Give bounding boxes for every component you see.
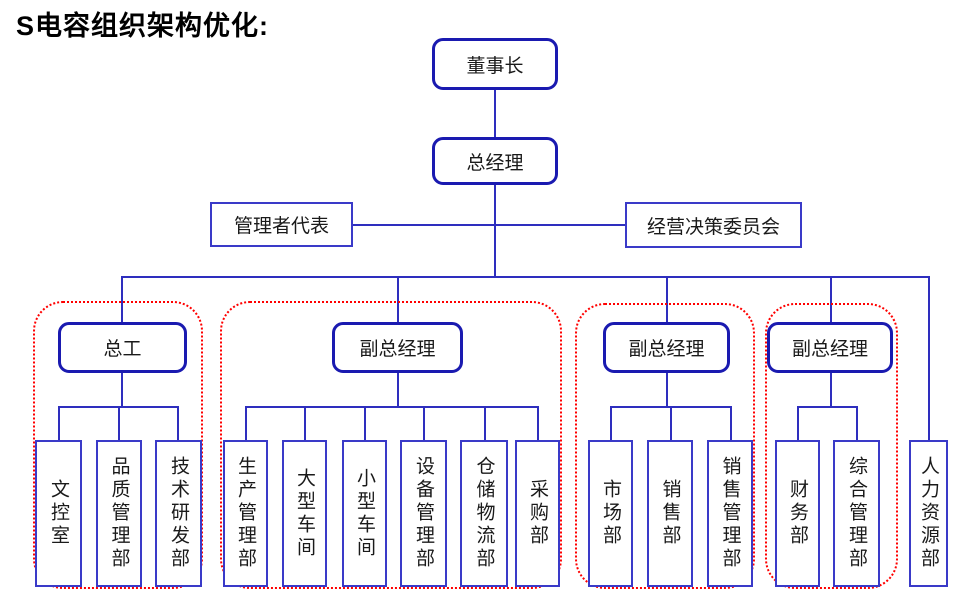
decision-committee-box: 经营决策委员会 xyxy=(625,202,802,248)
dept-general-mgmt-box: 综合管理部 xyxy=(833,440,880,587)
connector-line xyxy=(830,276,832,322)
connector-line xyxy=(484,406,486,440)
connector-line xyxy=(494,185,496,277)
connector-line xyxy=(304,406,306,440)
dept-label: 生产管理部 xyxy=(235,456,256,571)
connector-line xyxy=(928,276,930,440)
dept-label: 大型车间 xyxy=(294,467,315,560)
connector-line xyxy=(397,276,399,322)
chairman-label: 董事长 xyxy=(466,55,524,77)
dept-equipment-mgmt-box: 设备管理部 xyxy=(400,440,447,587)
connector-line xyxy=(121,276,930,278)
chief-engineer-box: 总工 xyxy=(58,322,187,373)
dept-label: 设备管理部 xyxy=(413,456,434,571)
dept-quality-mgmt-box: 品质管理部 xyxy=(96,440,142,587)
dept-sales-mgmt-box: 销售管理部 xyxy=(707,440,753,587)
deputy-gm-2-label: 副总经理 xyxy=(628,339,705,360)
group-outline-deputy-gm-1 xyxy=(220,301,562,589)
dept-label: 销售部 xyxy=(659,479,681,548)
dept-production-mgmt-box: 生产管理部 xyxy=(223,440,268,587)
chairman-box: 董事长 xyxy=(432,38,558,90)
dept-document-control-box: 文控室 xyxy=(35,440,82,587)
dept-label: 综合管理部 xyxy=(846,456,867,571)
dept-marketing-box: 市场部 xyxy=(588,440,633,587)
dept-small-workshop-box: 小型车间 xyxy=(342,440,387,587)
dept-label: 人力资源部 xyxy=(918,456,939,571)
management-representative-label: 管理者代表 xyxy=(233,216,329,237)
dept-label: 小型车间 xyxy=(354,467,375,560)
dept-label: 市场部 xyxy=(600,479,621,548)
dept-warehouse-logistics-box: 仓储物流部 xyxy=(460,440,508,587)
connector-line xyxy=(423,406,425,440)
connector-line xyxy=(830,373,832,407)
connector-line xyxy=(856,406,858,440)
dept-label: 财务部 xyxy=(787,479,808,548)
connector-line xyxy=(121,373,123,407)
general-manager-box: 总经理 xyxy=(432,137,558,185)
connector-line xyxy=(666,373,668,407)
connector-line xyxy=(610,406,612,440)
connector-line xyxy=(245,406,247,440)
decision-committee-label: 经营决策委员会 xyxy=(646,216,780,238)
connector-line xyxy=(353,224,496,226)
dept-label: 品质管理部 xyxy=(108,456,130,571)
group-outline-deputy-gm-2 xyxy=(575,303,755,589)
deputy-gm-1-label: 副总经理 xyxy=(359,339,436,360)
dept-finance-box: 财务部 xyxy=(775,440,820,587)
connector-line xyxy=(666,276,668,322)
dept-sales-box: 销售部 xyxy=(647,440,693,587)
connector-line xyxy=(245,406,538,408)
connector-line xyxy=(496,224,625,226)
page-title: S电容组织架构优化: xyxy=(16,11,269,41)
connector-line xyxy=(670,406,672,440)
dept-large-workshop-box: 大型车间 xyxy=(282,440,327,587)
connector-line xyxy=(397,373,399,407)
group-outline-deputy-gm-3 xyxy=(765,303,898,589)
chief-engineer-label: 总工 xyxy=(103,339,142,360)
connector-line xyxy=(730,406,732,440)
connector-line xyxy=(121,276,123,322)
dept-purchasing-box: 采购部 xyxy=(515,440,560,587)
dept-label: 文控室 xyxy=(48,479,69,548)
connector-line xyxy=(118,406,120,440)
connector-line xyxy=(494,90,496,137)
deputy-gm-3-label: 副总经理 xyxy=(791,339,868,360)
dept-label: 销售管理部 xyxy=(719,456,741,571)
deputy-gm-2-box: 副总经理 xyxy=(603,322,730,373)
connector-line xyxy=(797,406,857,408)
deputy-gm-3-box: 副总经理 xyxy=(767,322,893,373)
dept-hr-box: 人力资源部 xyxy=(909,440,948,587)
dept-tech-rnd-box: 技术研发部 xyxy=(155,440,202,587)
deputy-gm-1-box: 副总经理 xyxy=(332,322,463,373)
dept-label: 仓储物流部 xyxy=(473,456,495,571)
dept-label: 采购部 xyxy=(527,479,548,548)
dept-label: 技术研发部 xyxy=(168,456,189,571)
connector-line xyxy=(58,406,60,440)
connector-line xyxy=(537,406,539,440)
connector-line xyxy=(797,406,799,440)
group-outline-chief-engineer xyxy=(33,301,203,589)
management-representative-box: 管理者代表 xyxy=(210,202,353,247)
general-manager-label: 总经理 xyxy=(466,152,524,174)
connector-line xyxy=(364,406,366,440)
connector-line xyxy=(177,406,179,440)
